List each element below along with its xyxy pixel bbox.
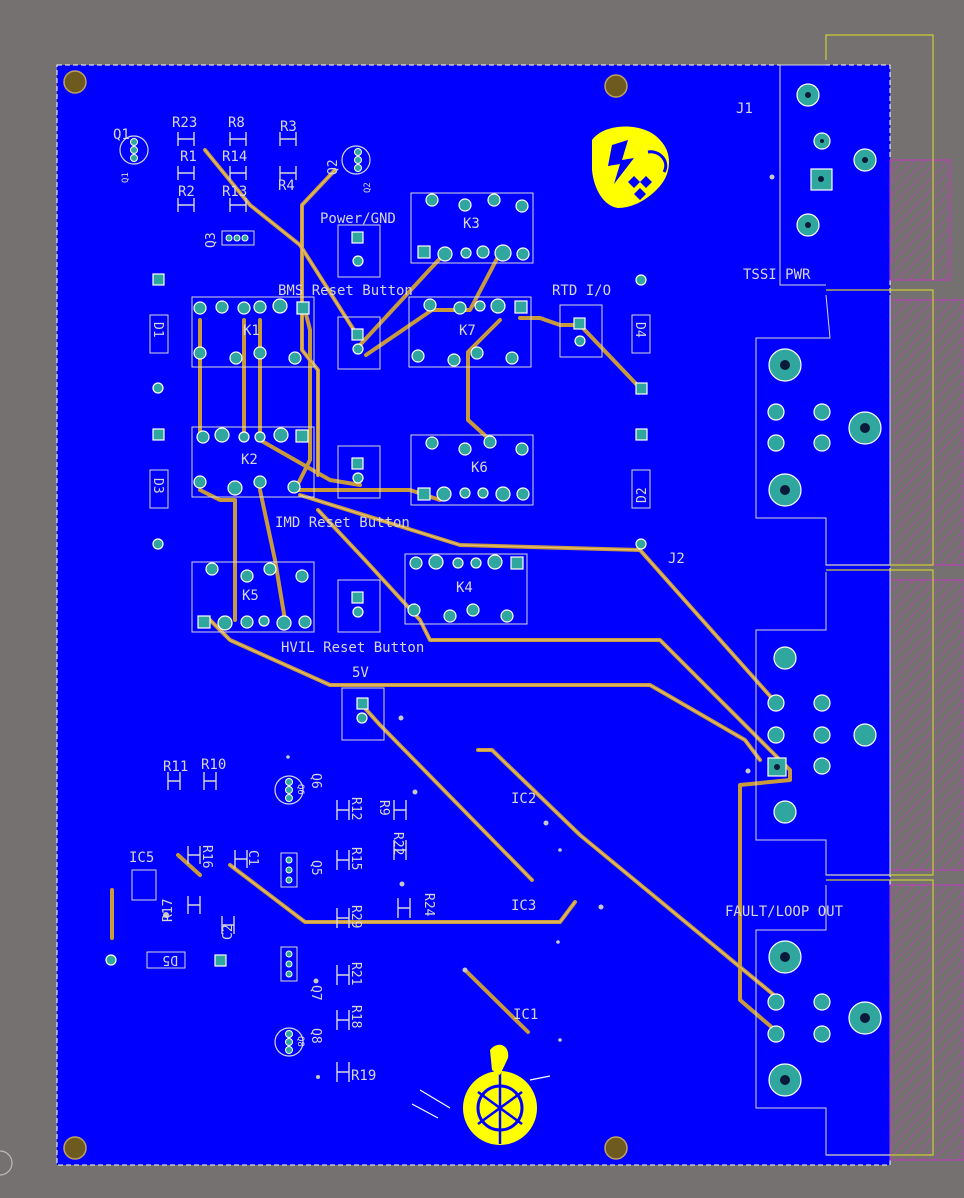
label-r22: R22: [390, 832, 405, 855]
label-r23: R23: [172, 115, 197, 131]
label-r8: R8: [228, 115, 245, 131]
label-r11: R11: [163, 759, 188, 775]
label-ic5: IC5: [129, 850, 154, 866]
label-r10: R10: [201, 757, 226, 773]
label-q2: Q2: [326, 159, 341, 175]
through-hole-pads: [105, 83, 882, 1097]
label-q8-pad: Q8: [295, 1036, 305, 1047]
label-r21: R21: [348, 962, 363, 985]
label-fault-loop: FAULT/LOOP OUT: [725, 904, 844, 920]
mounting-hole-icon: [0, 70, 628, 1176]
label-r14: R14: [222, 149, 247, 165]
label-d3: D3: [150, 478, 165, 494]
label-r24: R24: [421, 893, 436, 917]
label-k3: K3: [463, 216, 480, 232]
label-j1: J1: [736, 101, 753, 117]
label-k6: K6: [471, 460, 488, 476]
label-rtd-io: RTD I/O: [552, 283, 611, 299]
label-ic3: IC3: [511, 898, 536, 914]
label-r15: R15: [348, 847, 363, 870]
label-q2-pad: Q2: [363, 182, 373, 193]
label-d1: D1: [150, 322, 165, 338]
label-r3: R3: [280, 119, 297, 135]
label-r2: R2: [178, 184, 195, 200]
label-ic2: IC2: [511, 791, 536, 807]
label-imd-reset: IMD Reset Button: [275, 515, 410, 531]
label-r18: R18: [348, 1005, 363, 1028]
label-r9: R9: [376, 800, 391, 816]
label-c2: C2: [221, 924, 236, 940]
resistor-silk-marks: [167, 132, 411, 1082]
pad-holes: [774, 92, 870, 1085]
label-power-gnd: Power/GND: [320, 211, 396, 227]
label-q8: Q8: [308, 1028, 323, 1044]
label-k2: K2: [241, 452, 258, 468]
label-k4: K4: [456, 580, 473, 596]
label-k7: K7: [459, 323, 476, 339]
label-r4: R4: [278, 178, 295, 194]
label-5v: 5V: [352, 665, 369, 681]
label-d5: D5: [162, 952, 178, 967]
transistor-pads: [130, 138, 362, 1054]
label-r12: R12: [348, 797, 363, 820]
label-q1: Q1: [113, 127, 130, 143]
label-r13: R13: [222, 184, 247, 200]
label-q6-pad: Q6: [295, 784, 305, 795]
label-q3: Q3: [204, 232, 219, 248]
label-c1: C1: [245, 850, 260, 866]
label-k5: K5: [242, 588, 259, 604]
label-tssi-pwr: TSSI PWR: [743, 267, 811, 283]
label-j2: J2: [668, 551, 685, 567]
label-q5: Q5: [308, 860, 323, 876]
label-r19: R19: [351, 1068, 376, 1084]
vias: [163, 174, 775, 1079]
copper-traces-highlight: [204, 149, 781, 1001]
label-hvil-reset: HVIL Reset Button: [281, 640, 424, 656]
label-r16: R16: [199, 845, 214, 868]
label-bms-reset: BMS Reset Button: [278, 283, 413, 299]
racing-car-wheel-logo-icon: [411, 1044, 551, 1145]
label-q6: Q6: [308, 773, 323, 789]
label-r29: R29: [348, 905, 363, 928]
label-d2: D2: [635, 487, 650, 503]
racing-helmet-logo-icon: [592, 126, 669, 208]
label-ic1: IC1: [513, 1007, 538, 1023]
label-q7: Q7: [308, 985, 323, 1001]
label-r1: R1: [180, 149, 197, 165]
label-r17: R17: [161, 899, 176, 922]
label-q1-pad: Q1: [121, 172, 131, 183]
label-k1: K1: [243, 323, 260, 339]
label-d4: D4: [632, 322, 647, 338]
component-outlines: [131, 64, 891, 1156]
transistor-footprints: [119, 135, 371, 1057]
